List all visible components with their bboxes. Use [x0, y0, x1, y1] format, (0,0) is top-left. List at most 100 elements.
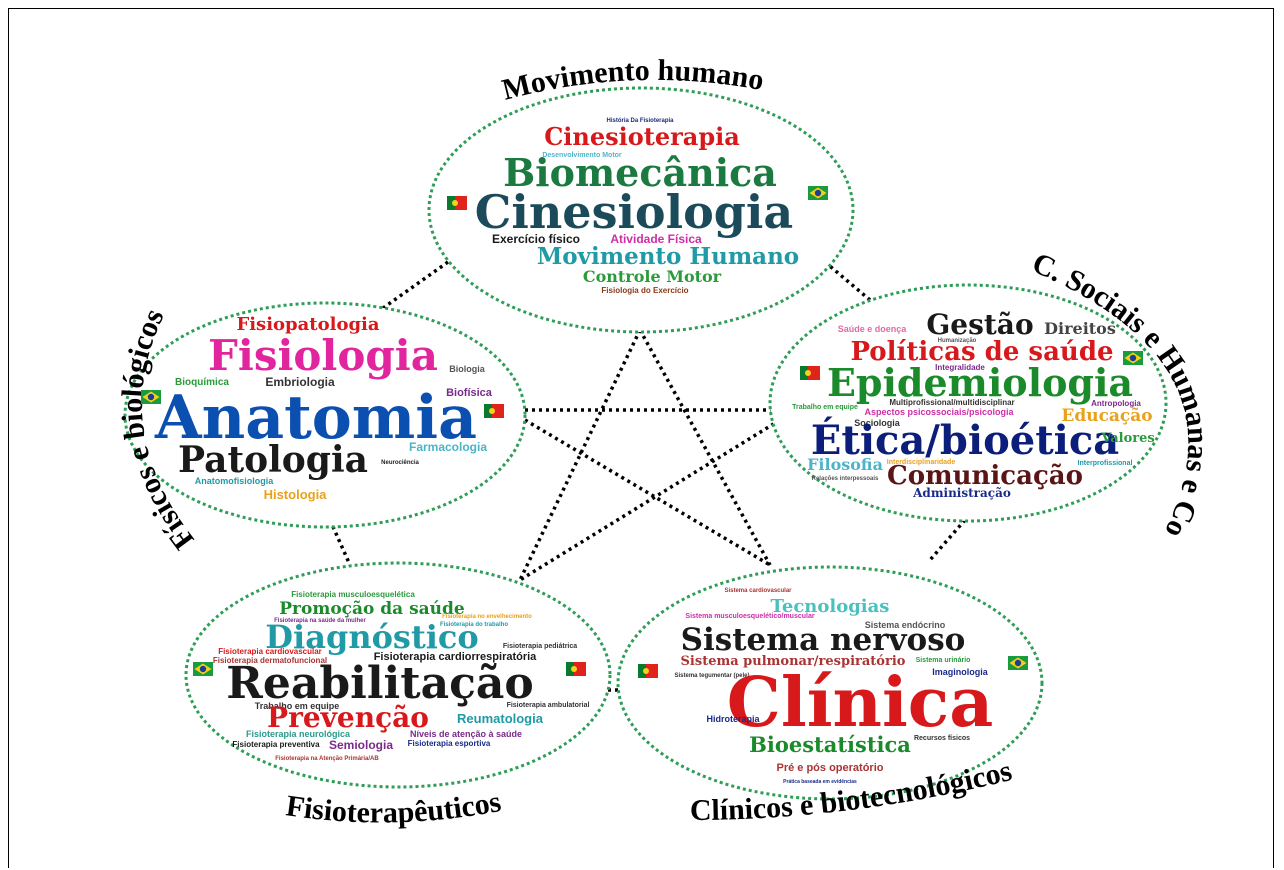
portugal-flag-icon — [638, 664, 658, 678]
word: Fisioterapia ambulatorial — [507, 702, 590, 709]
word: Histologia — [264, 487, 328, 502]
word: Reabilitação — [226, 658, 533, 709]
word: Sistema tegumentar (pele) — [674, 673, 749, 679]
word: Fisioterapia preventiva — [232, 740, 320, 749]
word: Semiologia — [329, 738, 393, 752]
word: Sistema urinário — [916, 657, 971, 664]
word: Políticas de saúde — [850, 337, 1113, 367]
word: Fisioterapia na Atenção Primária/AB — [275, 756, 379, 762]
word: Relações interpessoais — [812, 476, 879, 482]
word: Promoção da saúde — [279, 599, 465, 619]
word: Bioestatística — [749, 732, 911, 757]
word: Biologia — [449, 364, 485, 374]
connector-edge — [823, 260, 872, 302]
word: Cinesioterapia — [544, 122, 740, 151]
word: Embriologia — [265, 375, 335, 389]
cluster-ellipse-movimento — [427, 86, 855, 334]
brazil-flag-icon — [1123, 351, 1143, 365]
word: Administração — [912, 486, 1011, 500]
cluster-ellipse-sociais — [768, 283, 1168, 523]
word: Níveis de atenção à saúde — [410, 729, 522, 739]
word: Atividade Física — [610, 232, 702, 246]
figure-frame — [8, 8, 1274, 868]
word: Hidroterapia — [706, 714, 760, 724]
connector-edge — [638, 329, 772, 566]
word: Sistema musculoesquelético/muscular — [685, 613, 814, 620]
word: Multiprofissional/multidisciplinar — [889, 398, 1014, 407]
word: Anatomofisiologia — [195, 476, 274, 486]
brazil-flag-icon — [808, 186, 828, 200]
portugal-flag-icon — [484, 404, 504, 418]
word: História Da Fisioterapia — [606, 118, 674, 124]
cluster-ellipse-fisicos — [123, 301, 527, 529]
word: Fisioterapia pediátrica — [503, 643, 577, 650]
word: Bioquímica — [175, 377, 229, 388]
word: Valores — [1100, 431, 1154, 446]
word: Sistema cardiovascular — [724, 588, 792, 594]
portugal-flag-icon — [566, 662, 586, 676]
connector-edge — [519, 418, 781, 582]
cluster-fisicos: Fisiopatologia Fisiologia Biologia Bioqu… — [141, 314, 504, 502]
word: Epidemiologia — [827, 360, 1133, 405]
word: Farmacologia — [409, 440, 487, 454]
word: Fisioterapia no envelhecimento — [442, 614, 532, 620]
word: Direitos — [1044, 319, 1116, 338]
word: Biomecânica — [503, 150, 777, 195]
word: Gestão — [926, 308, 1033, 341]
brazil-flag-icon — [193, 662, 213, 676]
portugal-flag-icon — [447, 196, 467, 210]
word: Saúde e doença — [838, 324, 908, 334]
brazil-flag-icon — [1008, 656, 1028, 670]
word: Sistema nervoso — [681, 622, 966, 658]
word: Movimento Humano — [537, 243, 799, 270]
category-label-fisioterapeuticos: Fisioterapêuticos — [284, 785, 504, 829]
portugal-flag-icon — [800, 366, 820, 380]
word: Ética/bioética — [811, 417, 1119, 464]
word: Fisioterapia musculoesquelética — [291, 590, 415, 599]
word: Exercício físico — [492, 232, 580, 246]
connector-edge — [524, 418, 771, 567]
word: Controle Motor — [583, 267, 722, 286]
word: Biofísica — [446, 387, 493, 399]
word: Aspectos psicossociais/psicologia — [864, 407, 1014, 417]
word: Educação — [1061, 406, 1152, 426]
cluster-sociais: Gestão Direitos Saúde e doença Humanizaç… — [792, 308, 1155, 500]
word: Antropologia — [1091, 399, 1141, 408]
word: Fisioterapia do trabalho — [440, 622, 508, 628]
word: Fisiologia — [208, 331, 438, 380]
word: Fisiopatologia — [236, 314, 379, 335]
word: Tecnologias — [771, 596, 890, 617]
word: Desenvolvimento Motor — [542, 152, 622, 159]
word: Sistema pulmonar/respiratório — [681, 654, 906, 669]
word: Filosofia — [807, 455, 883, 474]
cluster-ellipse-fisioterapeuticos — [184, 561, 612, 789]
word: Integralidade — [935, 363, 985, 372]
cluster-clinicos: Sistema cardiovascular Tecnologias Siste… — [638, 588, 1028, 785]
word: Fisioterapia cardiovascular — [218, 647, 322, 656]
word: Trabalho em equipe — [792, 404, 858, 411]
word: Recursos físicos — [914, 735, 970, 742]
connector-edge — [518, 329, 642, 581]
cluster-movimento: História Da Fisioterapia Cinesioterapia … — [447, 118, 828, 295]
word: Sistema endócrino — [865, 620, 946, 630]
word: Fisioterapia dermatofuncional — [213, 656, 327, 665]
word: Humanização — [938, 338, 977, 344]
word: Interdisciplinaridade — [887, 459, 956, 466]
word: Imaginologia — [932, 667, 988, 677]
word: Fisioterapia na saúde da mulher — [274, 618, 366, 624]
word: Neurociência — [381, 460, 419, 466]
word: Pré e pós operatório — [777, 762, 884, 774]
word: Prática baseada em evidências — [783, 779, 857, 785]
word: Prevenção — [267, 701, 429, 734]
cluster-fisioterapeuticos: Fisioterapia musculoesquelética Promoção… — [193, 590, 589, 762]
word: Comunicação — [887, 461, 1083, 491]
word: Interprofissional — [1078, 460, 1133, 467]
cluster-ellipse-clinicos — [616, 565, 1044, 801]
word: Fisiologia do Exercício — [601, 286, 688, 295]
word: Fisioterapia cardiorrespiratória — [374, 651, 537, 663]
word: Clínica — [727, 663, 994, 743]
brazil-flag-icon — [141, 390, 161, 404]
connector-edge — [928, 518, 967, 562]
word: Diagnóstico — [265, 618, 478, 656]
